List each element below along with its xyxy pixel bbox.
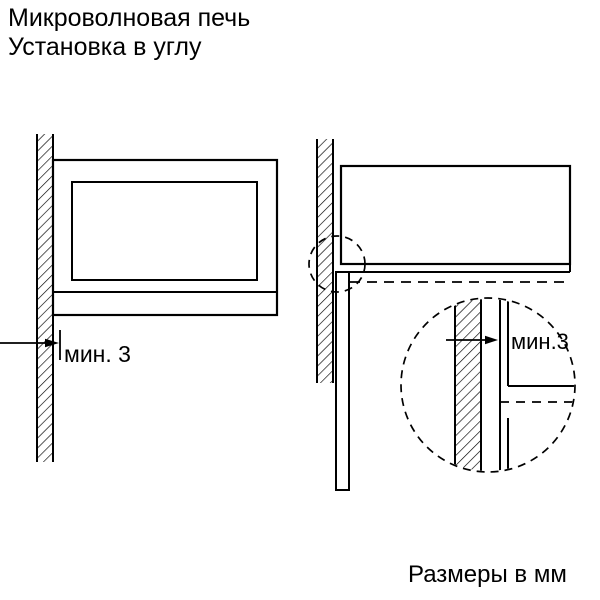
wall-hatch-left (37, 134, 53, 462)
detail-contents (446, 299, 574, 471)
detail-zoom-circle-small (308, 235, 366, 293)
detail-wall-hatch (455, 299, 481, 471)
oven-front-outline (51, 158, 279, 317)
wall-hatch-right (317, 139, 333, 383)
page-title-line2: Установка в углу (8, 33, 202, 61)
detail-dimension-arrowhead (485, 335, 498, 345)
dimension-arrowhead (45, 338, 59, 348)
detail-zoom-view: мин.3 (400, 297, 576, 473)
page-title: Микроволновая печь Установка в углу (8, 4, 250, 62)
figure-front-view: мин. 3 (0, 134, 279, 462)
detail-gap-label: мин.3 (511, 329, 569, 354)
dimensions-note: Размеры в мм (408, 561, 567, 588)
detail-zoom-circle-large (400, 297, 576, 473)
oven-door-window (71, 181, 258, 281)
page-title-line1: Микроволновая печь (8, 4, 251, 32)
gap-label-left: мин. 3 (64, 341, 131, 367)
open-door-panel (335, 271, 350, 491)
oven-top-outline (339, 164, 572, 266)
figure-top-view (308, 139, 572, 491)
